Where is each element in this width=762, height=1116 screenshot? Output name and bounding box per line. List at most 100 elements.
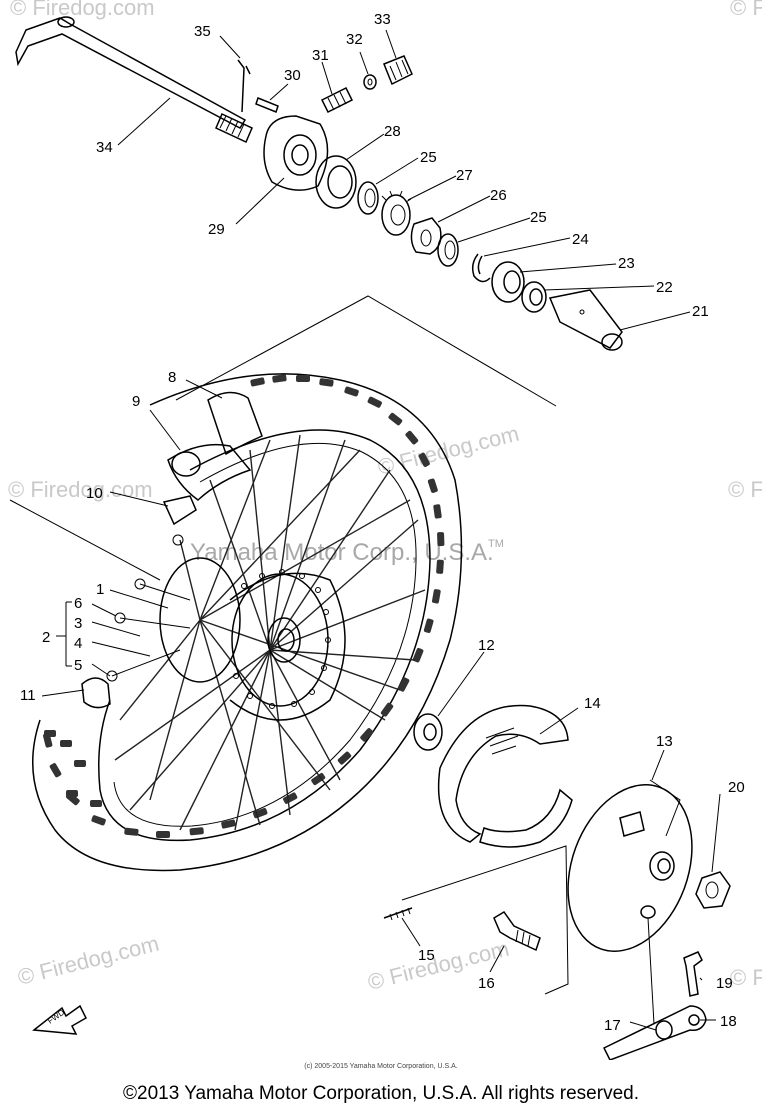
leader-15 [401,917,421,947]
tire-section [207,391,263,456]
part-number-labels: 34 35 30 31 32 33 29 28 25 27 26 25 24 2… [20,11,745,1034]
part-label-21: 21 [692,303,709,320]
washer-25-a [357,181,379,215]
spokes [114,434,426,831]
leader-10 [109,491,169,507]
dust-seal [315,155,357,209]
part-label-17: 17 [604,1017,621,1034]
leader-25-b [457,217,531,243]
part-label-32: 32 [346,31,363,48]
axle-thread [215,112,253,144]
part-label-13: 13 [656,733,673,750]
part-label-20: 20 [728,779,745,796]
leader-13 [651,749,665,781]
wheel-bearing [413,713,443,751]
meter-gear-housing [263,115,329,191]
part-label-11: 11 [20,687,36,704]
part-label-15: 15 [418,947,435,964]
part-label-33: 33 [374,11,391,28]
part-label-31: 31 [312,47,329,64]
circlip [471,253,491,283]
part-label-18: 18 [720,1013,737,1030]
leader-lines [41,29,721,1031]
leader-25-a [375,157,419,185]
leader-14 [539,707,579,735]
forward-arrow: FWD [32,1004,87,1035]
leader-4 [91,641,151,657]
leader-34 [117,97,171,146]
part-label-4: 4 [74,635,82,652]
leader-9 [149,409,181,451]
watermark-bottom-right-edge: © Firedog.com [730,965,762,990]
brake-shoe-lower [479,788,573,848]
brake-shoe-upper [437,704,569,843]
bearing-22 [521,281,547,313]
brake-plate-hub [649,851,675,881]
part-label-26: 26 [490,187,507,204]
leader-29 [235,177,285,225]
meter-retainer [410,217,442,255]
washer-17 [655,1020,673,1040]
housing-bore [283,134,317,176]
meter-drive-gear [320,86,354,114]
rim-band [81,677,111,709]
part-label-6: 6 [74,595,82,612]
tube [167,443,252,501]
leader-5 [91,663,111,677]
part-label-25-upper: 25 [420,149,437,166]
leader-23 [519,263,617,273]
brake-plate-slot [619,811,645,837]
tire-tread [43,374,445,838]
part-label-3: 3 [74,615,82,632]
cotter-pin [237,59,251,113]
washer-25-b [437,233,459,267]
bushing-33 [383,55,413,86]
part-label-12: 12 [478,637,495,654]
watermark-left: © Firedog.com [8,477,153,502]
meter-clutch-gear [381,194,411,236]
leader-26 [437,195,491,223]
part-label-35: 35 [194,23,211,40]
trademark-mark: TM [488,538,504,550]
part-label-22: 22 [656,279,673,296]
tire-valve [162,495,197,526]
leader-12 [437,651,485,717]
leader-28 [345,133,385,161]
part-label-5: 5 [74,657,82,674]
part-label-2: 2 [42,629,50,646]
part-label-27: 27 [456,167,473,184]
watermark-layer: © Firedog.com © Firedog.com © Firedog.co… [8,0,762,995]
leader-27 [407,175,457,201]
axle-head [57,16,75,28]
part-label-25-lower: 25 [530,209,547,226]
leader-20 [711,793,721,873]
watermark-top-left: © Firedog.com [10,0,155,20]
part-label-30: 30 [284,67,301,84]
tire-outer [31,373,463,872]
watermark-right-edge: © Firedog.com [728,477,762,502]
axle-nut [695,871,731,909]
leader-6 [91,603,117,617]
watermark-bottom-left: © Firedog.com [15,931,161,990]
axle-spacer [548,289,623,349]
footer-copyright: ©2013 Yamaha Motor Corporation, U.S.A. A… [123,1083,639,1104]
brake-assembly [383,704,731,1060]
assembly-guide-lines [9,295,569,995]
front-wheel [31,373,463,872]
leader-30 [269,83,289,101]
leader-24 [483,237,571,257]
shoe-spring [485,727,519,755]
small-pin [255,97,279,113]
exploded-view-diagram: © Firedog.com © Firedog.com © Firedog.co… [8,0,762,1060]
part-label-28: 28 [384,123,401,140]
washer-32 [363,74,377,90]
hub-bore [267,617,301,663]
leader-17 [629,1021,657,1031]
hub-right-flange [231,573,329,707]
leader-8 [185,379,223,399]
part-label-9: 9 [132,393,140,410]
leader-11 [41,689,85,697]
fwd-arrow-icon [32,1004,87,1035]
watermark-center: © Firedog.com [375,421,521,480]
